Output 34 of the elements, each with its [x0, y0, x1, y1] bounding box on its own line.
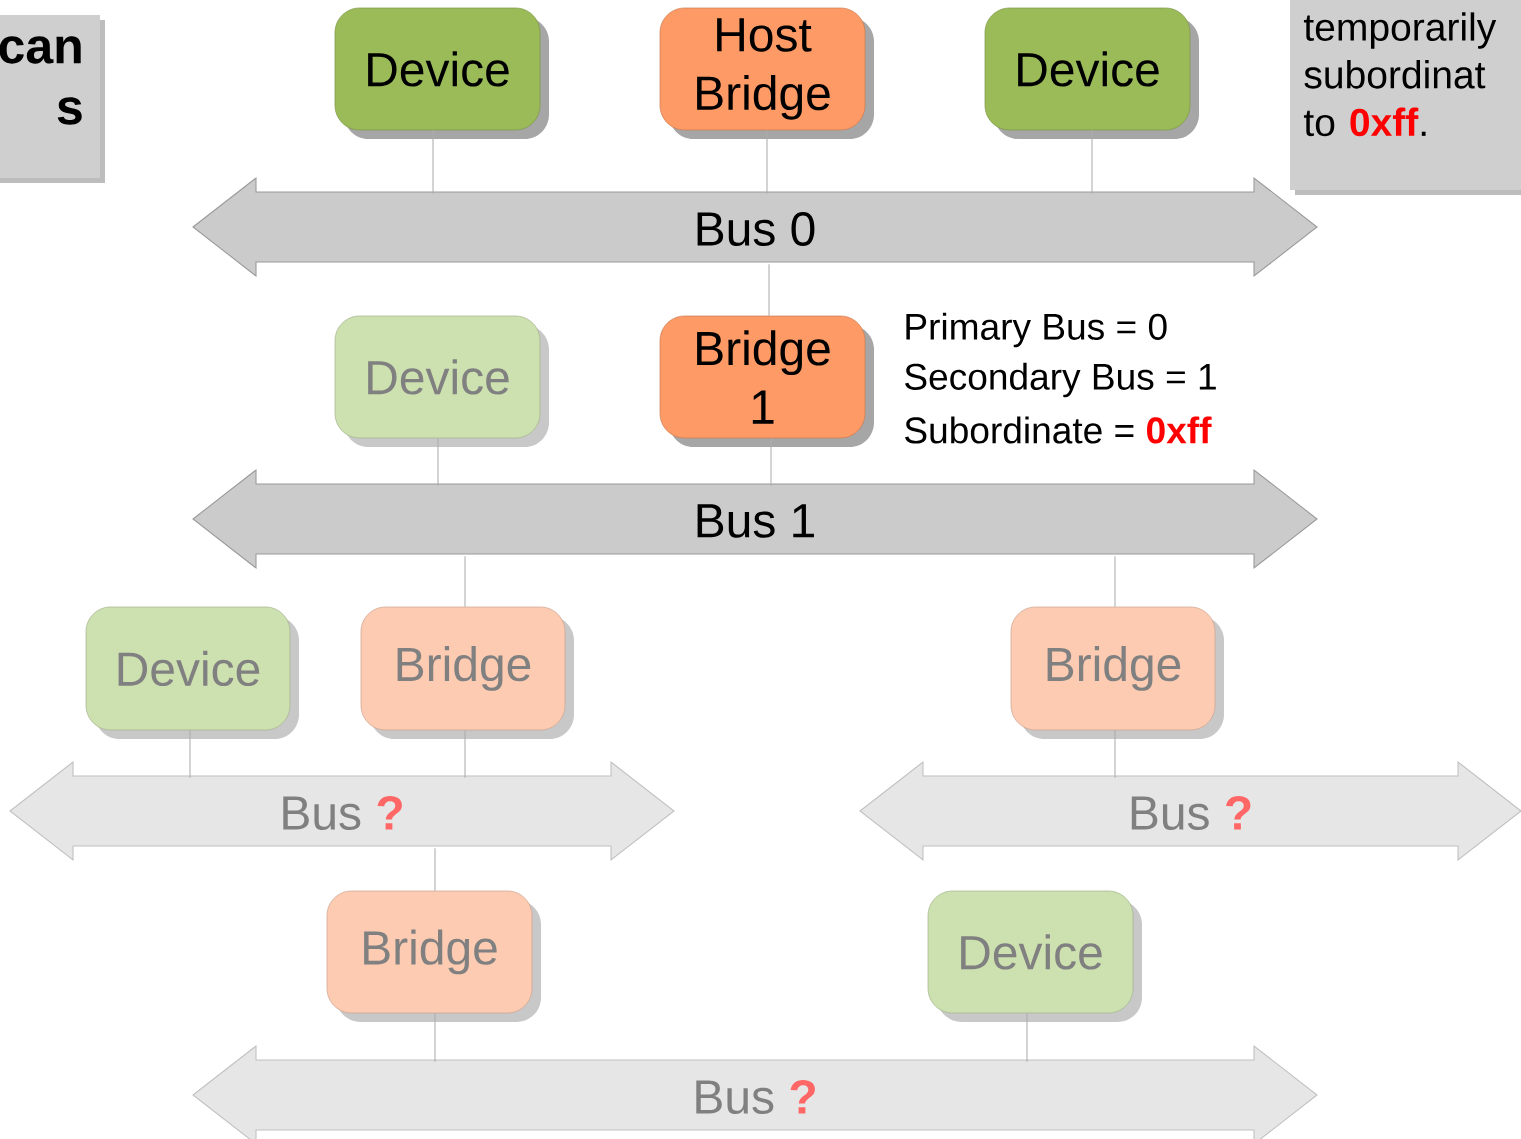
bus-band: Bus ? — [859, 760, 1521, 862]
bridge-box: Bridge 1 — [659, 315, 874, 447]
bus-band: Bus ? — [192, 1044, 1318, 1139]
connector-line — [1026, 1012, 1028, 1063]
connector-line — [432, 129, 434, 195]
device-box: Device — [984, 7, 1199, 139]
connector-line — [189, 729, 191, 779]
connector-line — [1114, 729, 1116, 779]
annotation-text: Primary Bus = 0 — [906, 312, 1167, 348]
bus-band: Bus 0 — [192, 176, 1318, 278]
note-box: temporarily subordinat to 0xff. — [1290, 0, 1521, 195]
bridge-box: Bridge — [360, 606, 574, 739]
bus-band: Bus 1 — [192, 468, 1318, 570]
connector-line — [770, 437, 772, 487]
device-box: Device — [85, 606, 299, 739]
connector-line — [1091, 129, 1093, 195]
bus-band: Bus ? — [9, 760, 675, 862]
bridge-box: Bridge — [1010, 606, 1224, 739]
connector-line — [1114, 555, 1116, 608]
device-box: Device — [334, 7, 549, 139]
connector-line — [464, 729, 466, 779]
device-box: Device — [334, 315, 549, 447]
bridge-box: Host Bridge — [659, 7, 874, 139]
bridge-box: Bridge — [326, 890, 541, 1022]
connector-line — [434, 1012, 436, 1063]
device-box: Device — [927, 890, 1142, 1022]
note-box: can s — [0, 15, 105, 183]
annotation-text: Subordinate = 0xff — [905, 416, 1212, 444]
connector-line — [437, 437, 439, 487]
connector-line — [768, 263, 770, 317]
connector-line — [434, 847, 436, 892]
connector-line — [464, 555, 466, 608]
annotation-text: Secondary Bus = 1 — [905, 362, 1216, 398]
connector-line — [766, 129, 768, 195]
